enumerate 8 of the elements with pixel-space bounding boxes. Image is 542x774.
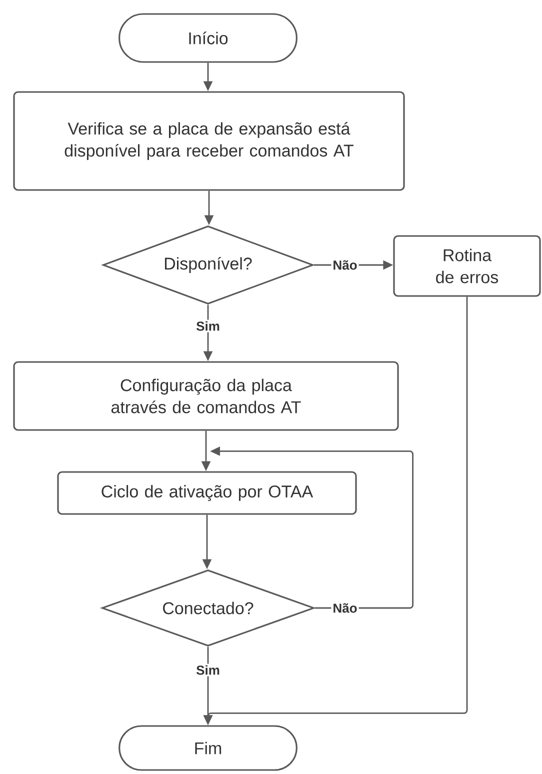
edge-label: Sim — [194, 664, 222, 676]
process-box: Ciclo de ativação por OTAA — [57, 471, 357, 515]
edge-label: Não — [331, 602, 359, 614]
process-box: Configuração da placa através de comandos AT — [13, 361, 399, 431]
edge-label: Não — [331, 258, 359, 272]
process-box: Rotina de erros — [393, 235, 541, 297]
process-box: Verifica se a placa de expansão está disponível para receber comandos AT — [13, 91, 405, 191]
edge-label: Sim — [194, 320, 222, 332]
